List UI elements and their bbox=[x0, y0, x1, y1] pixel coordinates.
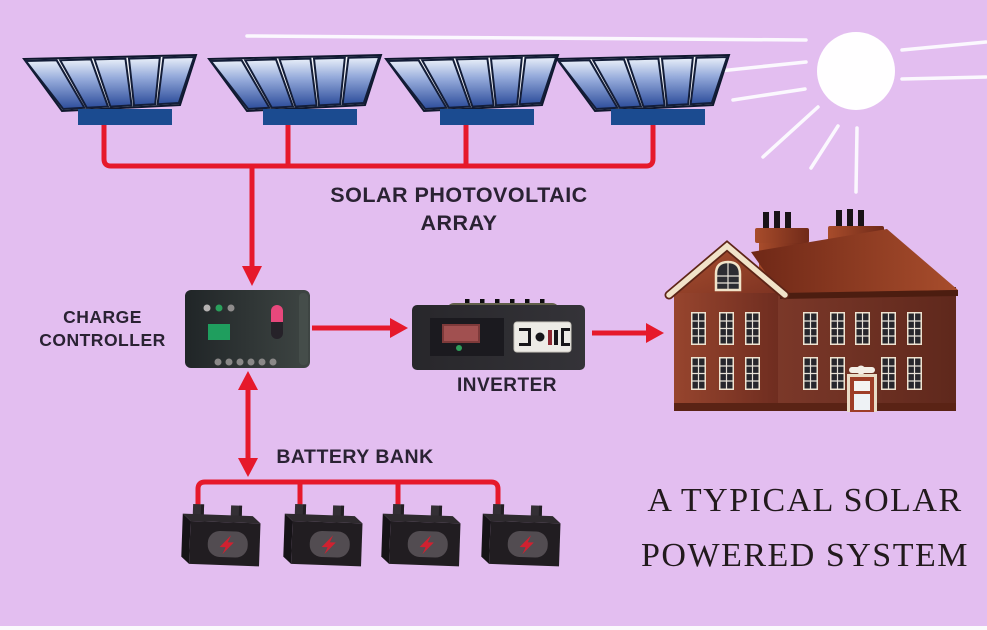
attic-window bbox=[714, 260, 742, 292]
battery-icon bbox=[181, 503, 262, 567]
battery-bank-label: BATTERY BANK bbox=[276, 446, 434, 468]
indicator-led bbox=[456, 345, 462, 351]
solar-panel bbox=[556, 54, 730, 126]
battery-icon bbox=[381, 503, 462, 567]
wire-pv-bus bbox=[101, 119, 656, 169]
house-icon bbox=[664, 209, 958, 412]
sun-ray bbox=[761, 105, 820, 159]
window bbox=[829, 356, 846, 391]
wire-arrowheads bbox=[238, 266, 664, 477]
sun-ray bbox=[809, 124, 840, 170]
charge-controller-label-line1: CHARGE bbox=[63, 307, 142, 327]
window bbox=[744, 311, 761, 346]
charge-controller-label: CHARGE CONTROLLER bbox=[25, 306, 180, 352]
diagram-title-line1: A TYPICAL SOLAR bbox=[647, 482, 963, 519]
arrow-down-icon bbox=[242, 266, 262, 286]
indicator-led bbox=[203, 304, 211, 312]
house-wall bbox=[674, 291, 778, 410]
bottom-border bbox=[0, 626, 987, 630]
window bbox=[744, 356, 761, 391]
sun-icon bbox=[245, 32, 987, 194]
solar-panel bbox=[385, 54, 559, 126]
arrow-up-icon bbox=[238, 371, 258, 390]
inverter-icon bbox=[412, 299, 585, 370]
battery-icon bbox=[283, 503, 364, 567]
door bbox=[847, 374, 877, 412]
solar-array-label: SOLAR PHOTOVOLTAIC ARRAY bbox=[330, 183, 588, 235]
wire-battery-bus bbox=[195, 479, 501, 512]
window bbox=[718, 356, 735, 391]
battery-bank bbox=[181, 503, 562, 567]
controller-switch bbox=[271, 305, 283, 322]
window bbox=[906, 311, 923, 346]
controller-switch bbox=[271, 322, 283, 339]
charge-controller-label-line2: CONTROLLER bbox=[39, 329, 166, 350]
indicator-led bbox=[215, 304, 223, 312]
sun-ray bbox=[731, 87, 807, 102]
arrow-down-icon bbox=[238, 458, 258, 477]
window bbox=[880, 311, 897, 346]
inverter-label: INVERTER bbox=[456, 375, 558, 396]
inverter-outlet bbox=[513, 321, 572, 353]
window bbox=[802, 356, 819, 391]
window bbox=[690, 356, 707, 391]
window bbox=[854, 311, 871, 346]
charge-controller-icon bbox=[185, 290, 310, 368]
sun-ray bbox=[900, 75, 987, 81]
window bbox=[880, 356, 897, 391]
solar-panel bbox=[23, 54, 197, 126]
arrow-right-icon bbox=[390, 318, 408, 338]
solar-panel bbox=[208, 54, 382, 126]
solar-array bbox=[23, 54, 730, 126]
battery-icon bbox=[481, 503, 562, 567]
sun-ray bbox=[900, 40, 987, 52]
sun-ray bbox=[245, 34, 808, 42]
controller-display bbox=[208, 324, 230, 340]
wiring bbox=[101, 119, 656, 512]
window bbox=[829, 311, 846, 346]
diagram-title-line2: POWERED SYSTEM bbox=[641, 537, 969, 574]
sun-ray bbox=[854, 126, 859, 194]
sun-disc bbox=[817, 32, 895, 110]
arrow-right-icon bbox=[646, 323, 664, 343]
window bbox=[690, 311, 707, 346]
window bbox=[802, 311, 819, 346]
roof bbox=[751, 229, 958, 293]
window bbox=[718, 311, 735, 346]
window bbox=[906, 356, 923, 391]
indicator-led bbox=[227, 304, 235, 312]
